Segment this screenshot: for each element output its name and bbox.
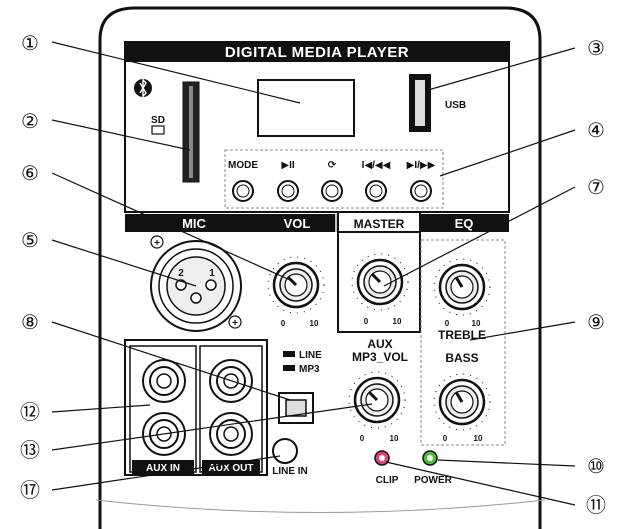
player-button-group [224, 149, 444, 209]
next-label: ▶I/▶▶ [407, 160, 436, 171]
vol-min-label: 0 [281, 319, 286, 328]
line-indicator [283, 351, 295, 357]
prev-label: I◀/◀◀ [362, 160, 391, 171]
callout-10: ⑩ [587, 454, 605, 478]
sd-icon [151, 125, 165, 135]
repeat-label: ⟳ [328, 160, 337, 171]
callout-numbers: ① ② ③ ④ ⑤ ⑥ ⑦ ⑧ ⑨ ⑩ ⑪ ⑫ ⑬ ⑰ [20, 31, 606, 517]
mic-section-label: MIC [182, 216, 206, 231]
aux-max-label: 10 [390, 434, 399, 443]
callout-2: ② [21, 109, 39, 133]
callout-7: ⑦ [587, 175, 605, 199]
plus-top-label: + [154, 238, 160, 249]
clip-label: CLIP [376, 475, 399, 486]
xlr-pin-1: 1 [209, 268, 215, 279]
mp3-vol-label: MP3_VOL [352, 350, 408, 364]
bass-knob[interactable] [433, 373, 491, 431]
power-led [422, 450, 438, 466]
mode-button[interactable] [232, 180, 254, 202]
master-min-label: 0 [364, 317, 369, 326]
vol-knob[interactable] [267, 256, 325, 314]
aux-jack-section [124, 339, 268, 476]
aux-in-label: AUX IN [146, 463, 180, 474]
mode-label: MODE [228, 160, 258, 171]
eq-section [420, 239, 506, 446]
repeat-button[interactable] [321, 180, 343, 202]
usb-label: USB [445, 100, 466, 111]
line-label: LINE [299, 350, 322, 361]
treble-knob[interactable] [433, 258, 491, 316]
aux-out-label: AUX OUT [209, 463, 254, 474]
callout-5: ⑤ [21, 228, 39, 252]
line-in-label: LINE IN [272, 466, 308, 477]
treble-min-label: 0 [445, 319, 450, 328]
xlr-pin-2: 2 [178, 268, 184, 279]
aux-out-jack-top[interactable] [209, 359, 253, 403]
master-section-label: MASTER [354, 217, 405, 231]
sd-card-slot[interactable] [182, 81, 200, 183]
media-player-title: DIGITAL MEDIA PLAYER [225, 44, 409, 61]
callout-11: ⑪ [586, 493, 606, 517]
plus-icon-top [150, 235, 164, 249]
master-knob[interactable] [351, 253, 409, 311]
plus-bottom-label: + [232, 318, 238, 329]
media-player-header [125, 42, 509, 62]
line-in-jack[interactable] [272, 438, 298, 464]
bass-label: BASS [445, 351, 478, 365]
prev-button[interactable] [365, 180, 387, 202]
callout-3: ③ [587, 36, 605, 60]
aux-in-label-bg [132, 460, 194, 474]
plus-icon-bottom [228, 315, 242, 329]
usb-port[interactable] [409, 74, 431, 132]
callout-8: ⑧ [21, 310, 39, 334]
callout-13: ⑬ [20, 438, 40, 462]
vol-max-label: 10 [310, 319, 319, 328]
lcd-display [257, 79, 355, 137]
sd-label: SD [151, 115, 165, 126]
callout-1: ① [21, 31, 39, 55]
callout-12: ⑫ [20, 400, 40, 424]
treble-max-label: 10 [472, 319, 481, 328]
bass-min-label: 0 [443, 434, 448, 443]
aux-label: AUX [367, 337, 392, 351]
callout-9: ⑨ [587, 310, 605, 334]
callout-6: ⑥ [21, 161, 39, 185]
callout-4: ④ [587, 118, 605, 142]
mp3-indicator [283, 365, 295, 371]
aux-mp3-vol-knob[interactable] [348, 371, 406, 429]
master-max-label: 10 [393, 317, 402, 326]
mp3-label: MP3 [299, 364, 320, 375]
bluetooth-icon [134, 78, 152, 98]
bass-max-label: 10 [474, 434, 483, 443]
next-button[interactable] [410, 180, 432, 202]
aux-out-jack-bottom[interactable] [209, 412, 253, 456]
callout-17: ⑰ [20, 478, 40, 502]
clip-led [374, 450, 390, 466]
aux-out-label-bg [202, 460, 260, 474]
play-pause-label: ▶II [281, 160, 294, 171]
play-pause-button[interactable] [277, 180, 299, 202]
callout-leaders [51, 41, 576, 506]
aux-min-label: 0 [360, 434, 365, 443]
power-label: POWER [414, 475, 453, 486]
aux-in-jack-top[interactable] [142, 359, 186, 403]
panel-bottom-curve [95, 499, 546, 513]
eq-section-label: EQ [455, 216, 474, 231]
treble-label: TREBLE [438, 328, 486, 342]
vol-section-label: VOL [284, 216, 311, 231]
